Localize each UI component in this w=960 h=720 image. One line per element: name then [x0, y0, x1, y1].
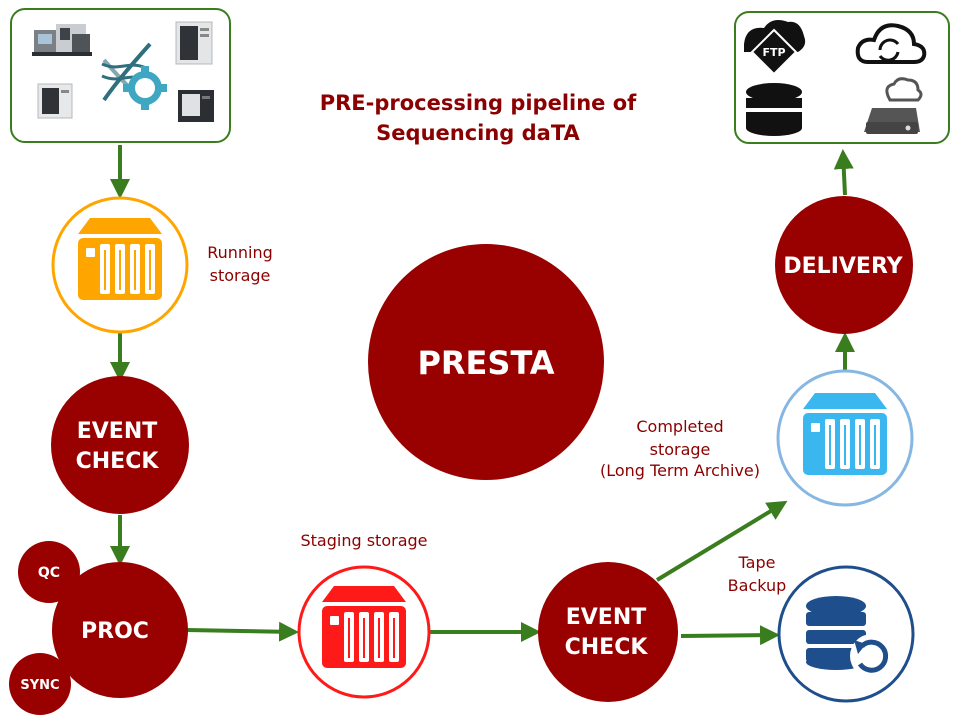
completed-storage-label-1: Completed [636, 417, 723, 436]
delivery-services-box: FTP [734, 11, 950, 144]
event-check-1-line-2: CHECK [76, 449, 160, 474]
database-icon [746, 83, 802, 136]
ftp-cloud-icon: FTP [744, 20, 806, 76]
completed-storage-label-3: (Long Term Archive) [600, 461, 760, 480]
event-check-node-2: EVENT CHECK [538, 562, 678, 702]
nas-icon [322, 586, 406, 668]
presta-label: PRESTA [417, 344, 554, 382]
proc-label: PROC [81, 619, 149, 644]
event-check-2-line-1: EVENT [566, 605, 647, 630]
sequencer-icon [178, 90, 214, 122]
staging-storage-label: Staging storage [301, 531, 428, 550]
cloud-sync-icon [855, 23, 927, 64]
qc-label: QC [38, 565, 60, 581]
nas-icon [803, 393, 887, 475]
event-check-node-1: EVENT CHECK [51, 376, 189, 514]
completed-storage-label-2: storage [650, 440, 711, 459]
staging-storage-node [297, 565, 431, 699]
event-check-2-line-2: CHECK [565, 635, 649, 660]
arrow-delivery-to-services [833, 149, 854, 196]
qc-node: QC [18, 541, 80, 603]
completed-storage-node [776, 369, 914, 507]
dna-gear-icon [101, 42, 167, 110]
delivery-label: DELIVERY [783, 254, 903, 279]
ftp-label: FTP [762, 46, 785, 59]
sync-node: SYNC [9, 653, 71, 715]
sync-label: SYNC [20, 678, 59, 693]
title-line-1: PRE-processing pipeline of [320, 91, 637, 115]
arrow-event-to-tape [680, 625, 780, 646]
title-line-2: Sequencing daTA [376, 121, 580, 145]
tape-backup-node [777, 565, 915, 703]
tape-backup-label-2: Backup [728, 576, 787, 595]
sequencer-icon [175, 21, 213, 65]
delivery-node: DELIVERY [775, 196, 913, 334]
presta-center-node: PRESTA [368, 244, 604, 480]
cloud-drive-icon [864, 77, 923, 134]
running-storage-label-1: Running [207, 243, 273, 262]
sequencer-icon [32, 24, 92, 56]
running-storage-node [51, 196, 189, 334]
sequencers-box [10, 8, 231, 143]
sequencer-icon [37, 83, 73, 119]
nas-icon [78, 218, 162, 300]
running-storage-label-2: storage [210, 266, 271, 285]
tape-backup-label-1: Tape [738, 553, 776, 572]
proc-node: PROC [52, 562, 188, 698]
arrow-event-to-completed [655, 500, 788, 582]
arrow-proc-to-staging [186, 621, 299, 642]
database-restore-icon [806, 596, 894, 678]
flow-arrows [110, 145, 855, 646]
event-check-1-line-1: EVENT [77, 419, 158, 444]
